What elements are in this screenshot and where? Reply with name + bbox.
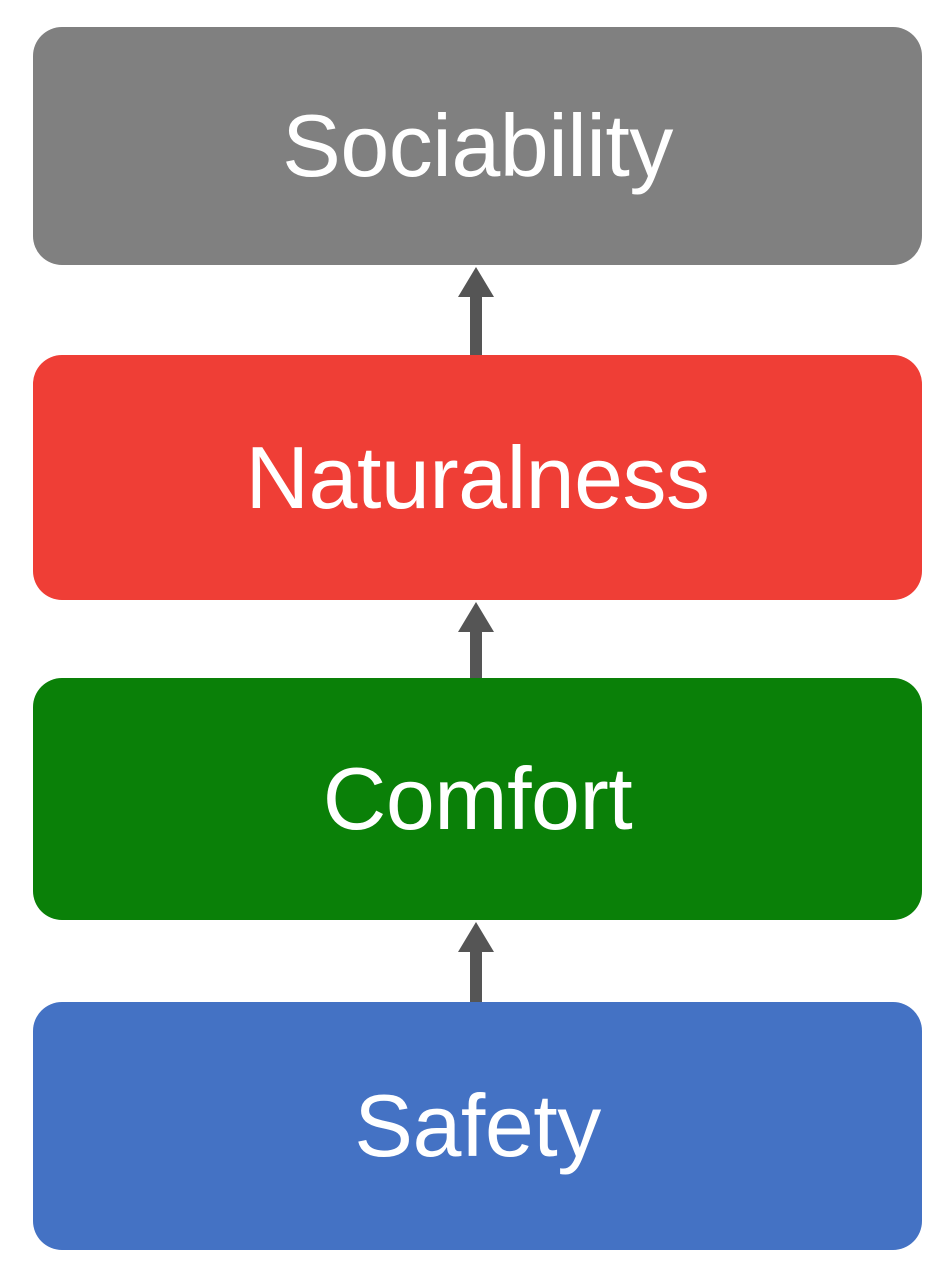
node-safety-label: Safety	[354, 1076, 601, 1175]
node-sociability-label: Sociability	[282, 96, 673, 195]
arrow-up-icon	[458, 922, 494, 1002]
arrow-naturalness-to-sociability	[455, 265, 497, 355]
node-naturalness-label: Naturalness	[245, 427, 710, 527]
node-naturalness[interactable]: Naturalness	[33, 355, 922, 600]
arrow-up-icon	[458, 267, 494, 355]
arrow-up-icon	[458, 602, 494, 678]
arrow-comfort-to-naturalness	[455, 600, 497, 678]
node-safety[interactable]: Safety	[33, 1002, 922, 1250]
arrow-safety-to-comfort	[455, 920, 497, 1002]
node-sociability[interactable]: Sociability	[33, 27, 922, 265]
node-comfort[interactable]: Comfort	[33, 678, 922, 920]
node-comfort-label: Comfort	[322, 749, 633, 848]
